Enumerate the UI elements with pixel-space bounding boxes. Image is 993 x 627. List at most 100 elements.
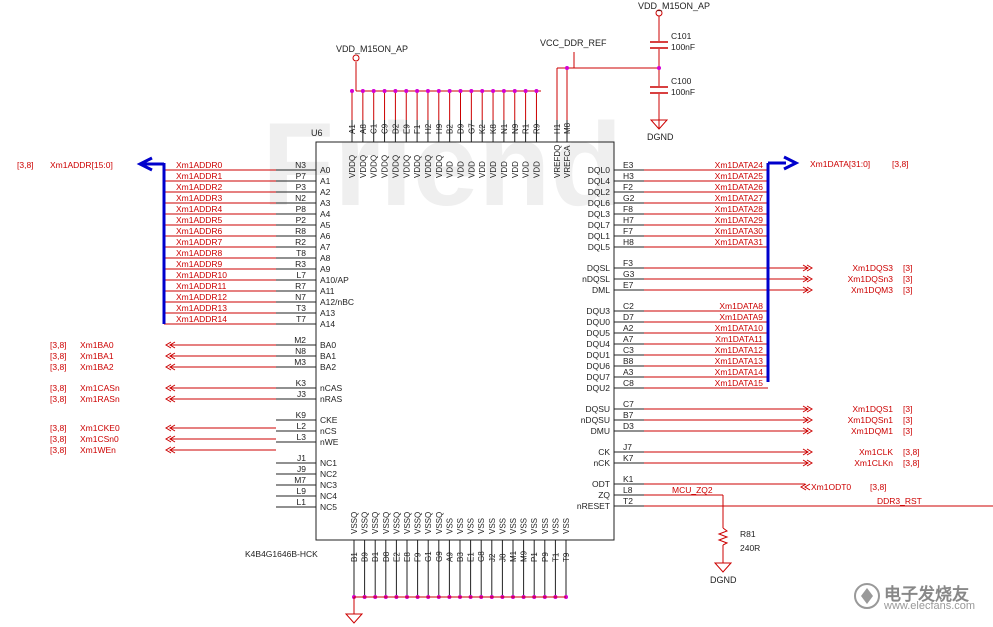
right-pin-ball: A2 [623,323,634,333]
bottom-pin-ball: J8 [498,553,507,562]
data-net-label: Xm1DATA13 [715,356,764,366]
ctrl-net-label: Xm1DQS3 [852,263,893,273]
left-pin-name: A14 [320,319,335,329]
port-arrow-icon [802,286,813,294]
left-pin-ball: J1 [297,453,306,463]
right-pin-name: DQL0 [588,165,610,175]
port-arrow-icon [165,341,176,349]
ctrl-net-label: Xm1BA0 [80,340,114,350]
ctrl-net-label: Xm1DQM3 [851,285,893,295]
left-pin-ball: M7 [294,475,306,485]
right-pin-name: DQSL [587,263,610,273]
vref-net-label: VCC_DDR_REF [540,38,607,48]
addr-net-label: Xm1ADDR7 [176,237,223,247]
top-pin-name: VDD [457,161,466,178]
ctrl-net-ref: [3,8] [903,447,920,457]
bottom-pin-name: VSSQ [414,512,423,534]
right-pin-name: DQSU [585,404,610,414]
right-pin-name: DQL1 [588,231,610,241]
data-net-label: Xm1DATA9 [719,312,763,322]
left-pin-name: A12/nBC [320,297,354,307]
top-pin-ball: R1 [522,123,531,134]
top-pin-ball: D2 [391,123,400,134]
port-arrow-icon [165,435,176,443]
vdd-right-label: VDD_M15ON_AP [638,1,710,11]
ic-ref: U6 [311,128,323,138]
ctrl-net-ref: [3,8] [50,445,67,455]
right-pin-ball: K7 [623,453,634,463]
left-pin-ball: R7 [295,281,306,291]
data-net-label: Xm1DATA29 [715,215,764,225]
addr-net-label: Xm1ADDR6 [176,226,223,236]
port-arrow-icon [802,416,813,424]
right-pin-ball: H3 [623,171,634,181]
port-arrow-icon [165,395,176,403]
data-bus-ref: [3,8] [892,159,909,169]
right-pin-name: DQL7 [588,220,610,230]
right-pin-name: DQU3 [586,306,610,316]
junction-dot [436,89,441,93]
data-net-label: Xm1DATA31 [715,237,764,247]
bottom-pin-ball: B9 [361,552,370,562]
power-port-icon [352,54,360,62]
left-pin-ball: P7 [296,171,307,181]
junction-dot [458,89,463,93]
left-pin-name: A1 [320,176,331,186]
left-pin-ball: J3 [297,389,306,399]
top-pin-name: VREFDQ [553,145,562,178]
cap-value: 100nF [671,87,695,97]
right-pin-ball: T2 [623,496,633,506]
right-pin-name: DQL5 [588,242,610,252]
top-pin-ball: N9 [511,123,520,134]
left-pin-ball: N2 [295,193,306,203]
cap-ref: C101 [671,31,692,41]
bus-arrow-icon [783,155,800,171]
top-pin-ball: H2 [424,123,433,134]
bottom-pin-name: VSS [445,518,454,534]
bottom-pin-name: VSSQ [392,512,401,534]
left-pin-name: nRAS [320,394,343,404]
data-net-label: Xm1DATA10 [715,323,764,333]
left-pin-name: A3 [320,198,331,208]
left-pin-name: A13 [320,308,335,318]
left-pin-ball: M2 [294,335,306,345]
bottom-pin-ball: J2 [488,553,497,562]
ctrl-net-ref: [3,8] [903,458,920,468]
ic-part-number: K4B4G1646B-HCK [245,549,318,559]
bottom-pin-name: VSSQ [361,512,370,534]
bottom-pin-ball: M9 [520,550,529,562]
right-pin-ball: E3 [623,160,634,170]
right-pin-name: DQU7 [586,372,610,382]
right-pin-name: nDQSU [581,415,610,425]
top-pin-ball: C1 [370,123,379,134]
left-pin-name: A6 [320,231,331,241]
bottom-pin-name: VSS [488,518,497,534]
right-pin-name: DML [592,285,610,295]
port-arrow-icon [802,448,813,456]
right-pin-ball: C8 [623,378,634,388]
top-pin-name: VDDQ [435,155,444,178]
top-pin-ball: D9 [457,123,466,134]
port-arrow-icon [802,275,813,283]
cap-gap [650,41,668,49]
data-net-label: Xm1DATA26 [715,182,764,192]
right-pin-name: DMU [591,426,610,436]
left-pin-name: NC1 [320,458,337,468]
bottom-pin-ball: D8 [382,551,391,562]
addr-net-label: Xm1ADDR2 [176,182,223,192]
right-pin-ball: F8 [623,204,633,214]
odt-net-ref: [3,8] [870,482,887,492]
bottom-pin-ball: B1 [350,552,359,562]
right-pin-name: ODT [592,479,610,489]
cap-ref: C100 [671,76,692,86]
left-pin-ball: N7 [295,292,306,302]
ctrl-net-label: Xm1DQS1 [852,404,893,414]
bottom-pin-name: VSS [530,518,539,534]
data-net-label: Xm1DATA8 [719,301,763,311]
bottom-pin-name: VSS [520,518,529,534]
bottom-pin-name: VSSQ [371,512,380,534]
top-pin-name: VDD [522,161,531,178]
bottom-pin-name: VSS [456,518,465,534]
right-pin-ball: G3 [623,269,635,279]
